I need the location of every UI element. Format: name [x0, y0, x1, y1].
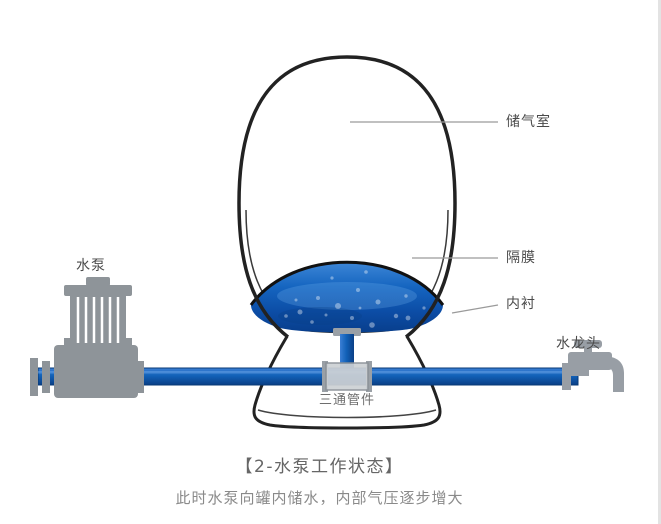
tee-fitting — [322, 361, 372, 392]
label-air-chamber: 储气室 — [506, 114, 551, 130]
faucet-silhouette — [562, 340, 624, 392]
page-edge-strip — [658, 0, 661, 524]
motor-fins — [76, 297, 120, 343]
diaphragm-curve — [249, 260, 445, 306]
tank-skirt-rim-line — [257, 409, 437, 419]
water-fill — [251, 260, 443, 333]
pump-silhouette — [30, 277, 144, 398]
liner-leader-line — [451, 304, 499, 314]
diagram-subtitle: 此时水泵向罐内储水，内部气压逐步增大 — [175, 489, 464, 507]
tank-body-outline — [237, 55, 457, 339]
label-diaphragm: 隔膜 — [506, 250, 536, 266]
tank-body-fill — [239, 57, 455, 337]
label-pump: 水泵 — [76, 258, 106, 274]
label-tee-fitting: 三通管件 — [319, 393, 376, 408]
supply-pipe-highlight — [38, 371, 578, 374]
label-liner: 内衬 — [506, 296, 536, 312]
label-faucet: 水龙头 — [556, 336, 601, 352]
diagram-caption: 【2-水泵工作状态】 — [235, 457, 404, 477]
